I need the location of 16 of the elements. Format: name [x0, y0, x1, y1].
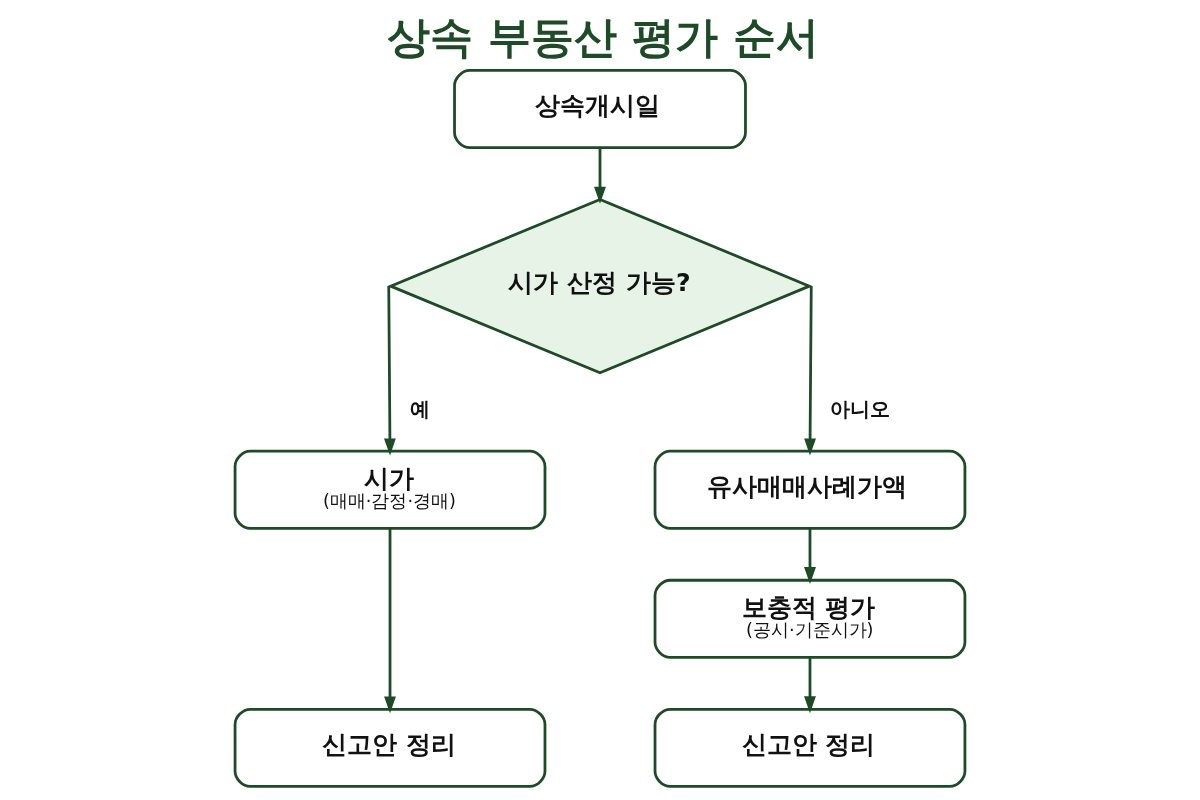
arrow [804, 528, 816, 585]
arrow [384, 528, 396, 714]
arrow [804, 657, 816, 714]
arrow [594, 147, 606, 204]
node-box: 상속개시일 [453, 69, 747, 150]
node-box: 신고안 정리 [653, 707, 967, 788]
arrow [383, 286, 396, 456]
edge-label: 아니오 [830, 396, 891, 421]
edge-label: 예 [410, 396, 431, 421]
node-box: 신고안 정리 [233, 707, 547, 788]
node-box: 보충적 평가 (공시·기준시가) [653, 578, 967, 659]
node-diamond: 시가 산정 가능? [387, 198, 813, 375]
diagram-title: 상속 부동산 평가 순서 [387, 11, 820, 62]
node-box: 시가 (매매·감정·경매) [233, 449, 547, 530]
arrow [804, 286, 817, 456]
node-box: 유사매매사례가액 [653, 449, 967, 530]
